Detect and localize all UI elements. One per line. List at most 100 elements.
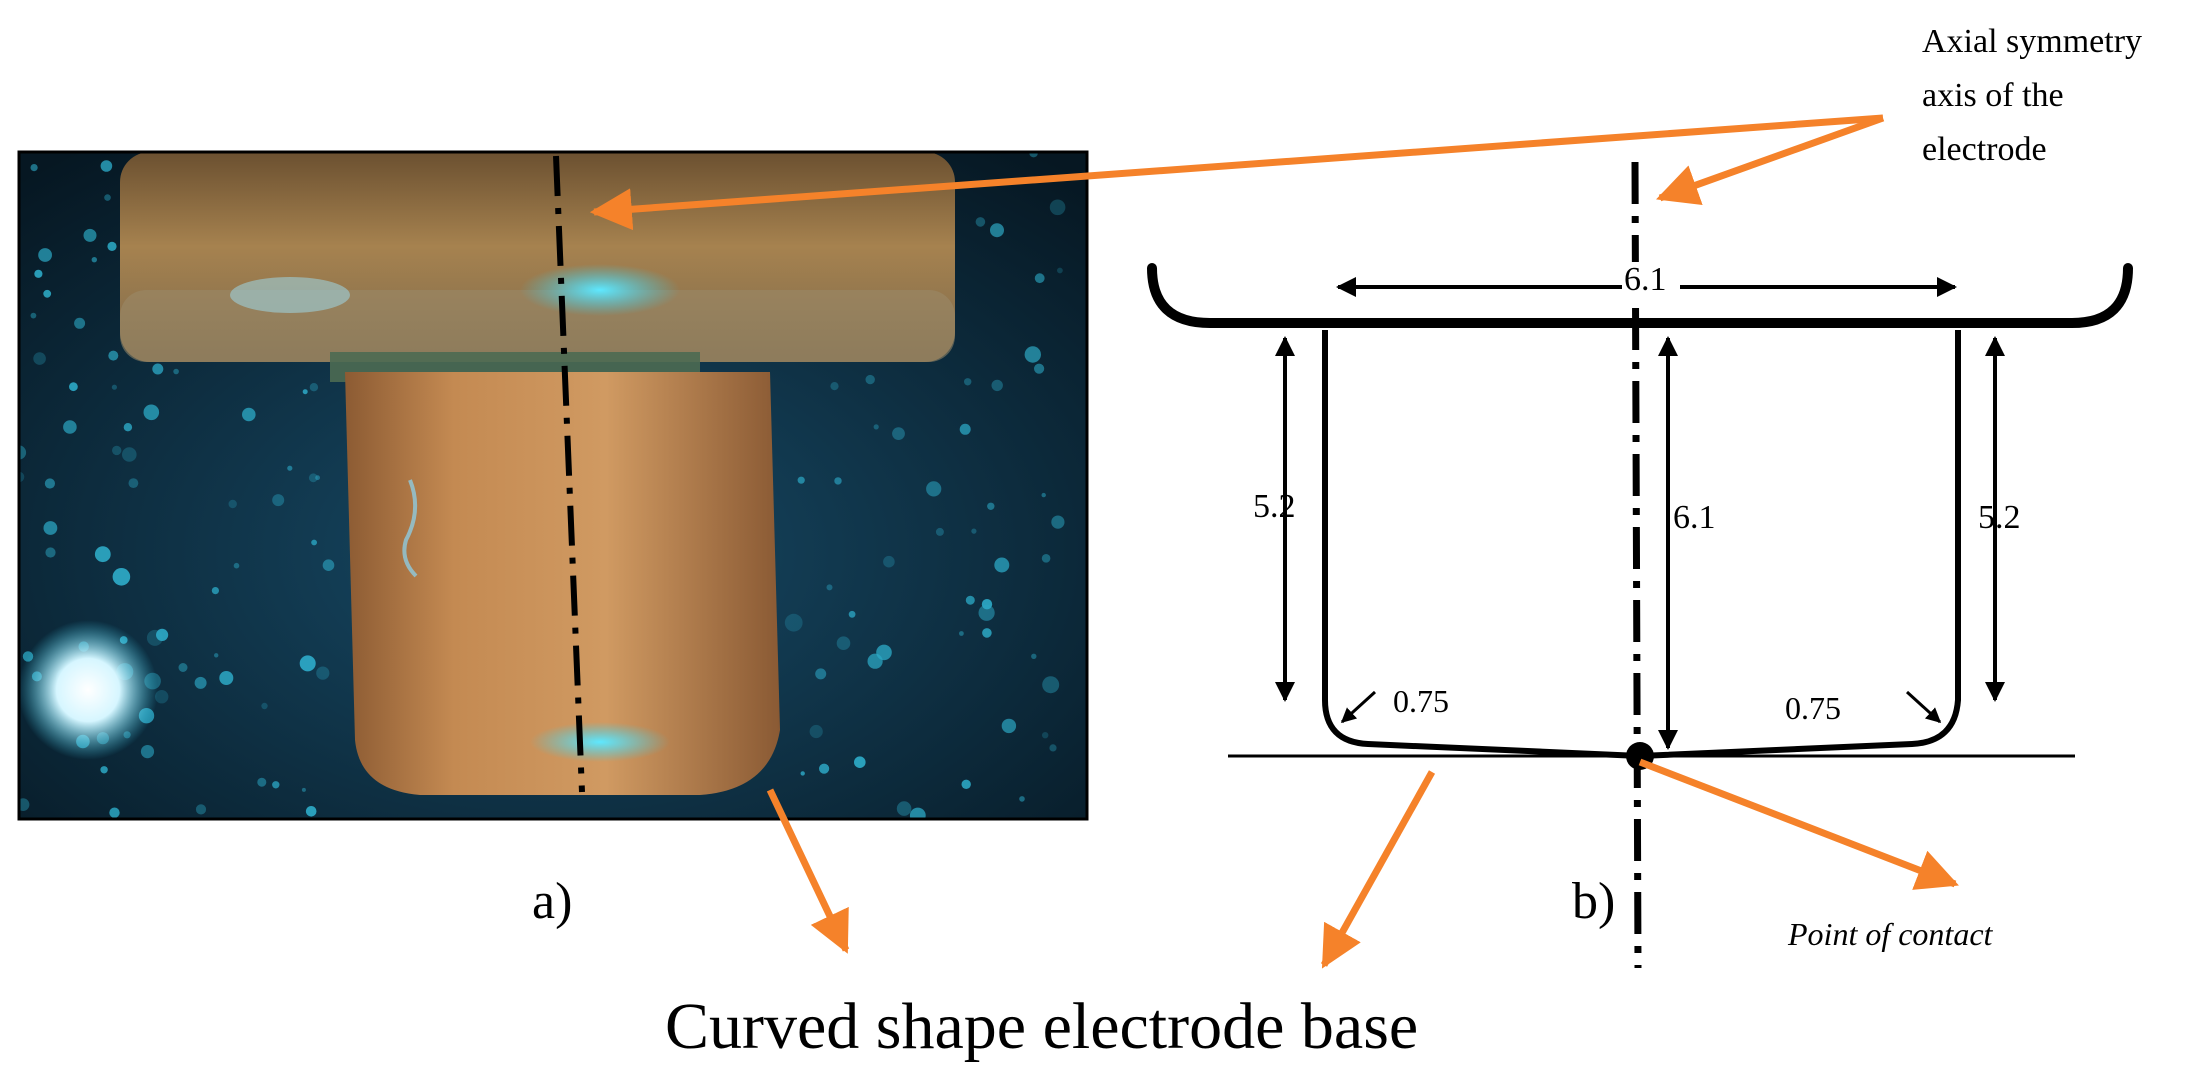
right-radius-arrow <box>1905 690 1942 724</box>
bubble-speckle <box>316 666 330 680</box>
bubble-speckle <box>211 587 219 595</box>
contact-arrow <box>1638 758 1959 890</box>
bubble-speckle <box>1049 199 1066 216</box>
bubble-speckle <box>1034 363 1045 374</box>
bubble-speckle <box>69 382 78 392</box>
bubble-speckle <box>1042 732 1049 739</box>
bubble-speckle <box>873 424 879 430</box>
bubble-speckle <box>195 804 207 815</box>
bubble-speckle <box>1041 554 1051 563</box>
right-height-label: 5.2 <box>1978 499 2021 536</box>
bubble-speckle <box>965 595 975 605</box>
bubble-speckle <box>982 628 992 638</box>
electrode-drawing: 6.1 6.1 5.2 5.2 0.75 0.75 Point of conta… <box>1147 161 2133 969</box>
bubble-speckle <box>978 604 995 621</box>
bubble-speckle <box>33 352 46 365</box>
panel-b-label: b) <box>1572 873 1615 930</box>
bubble-speckle <box>926 481 942 497</box>
panel-a-label: a) <box>532 873 572 930</box>
bubble-speckle <box>178 663 188 672</box>
bubble-speckle <box>784 613 803 632</box>
bubble-speckle <box>964 378 972 386</box>
bubble-speckle <box>272 781 280 789</box>
left-radius-label: 0.75 <box>1393 683 1449 719</box>
bubble-speckle <box>315 475 320 481</box>
bubble-speckle <box>1019 796 1025 802</box>
bubble-speckle <box>975 217 986 227</box>
bubble-speckle <box>815 668 827 680</box>
bubble-speckle <box>959 423 971 435</box>
bubble-speckle <box>272 494 285 507</box>
bubble-speckle <box>800 771 805 776</box>
bubble-speckle <box>302 389 308 395</box>
bubble-speckle <box>834 477 842 485</box>
bubble-speckle <box>34 269 43 278</box>
bubble-speckle <box>287 465 293 471</box>
bubble-speckle <box>128 478 139 488</box>
bubble-speckle <box>883 555 895 568</box>
axis-annotation-line3: electrode <box>1922 131 2047 168</box>
bubble-speckle <box>1034 273 1045 284</box>
bubble-speckle <box>107 241 117 251</box>
bubble-speckle <box>1031 653 1037 659</box>
bubble-speckle <box>1041 492 1046 498</box>
bubble-speckle <box>233 562 240 569</box>
bubble-speckle <box>43 521 58 535</box>
bubble-speckle <box>981 599 993 610</box>
bubble-speckle <box>140 745 155 759</box>
axis-arrow-to-photo <box>589 114 1884 231</box>
bubble-speckle <box>301 787 306 792</box>
bubble-speckle <box>994 557 1010 573</box>
bubble-speckle <box>305 806 317 817</box>
bubble-speckle <box>797 476 805 484</box>
bubble-speckle <box>30 164 38 172</box>
bubble-speckle <box>826 584 833 591</box>
bubble-speckle <box>100 160 113 172</box>
top-width-label: 6.1 <box>1624 261 1667 298</box>
bubble-speckle <box>257 777 267 787</box>
bubble-speckle <box>219 671 234 685</box>
bubble-speckle <box>308 473 318 483</box>
curved-base-caption: Curved shape electrode base <box>665 990 1418 1063</box>
bubble-speckle <box>94 546 111 563</box>
bubble-speckle <box>194 676 207 689</box>
bubble-speckle <box>112 568 131 586</box>
right-radius-label: 0.75 <box>1785 690 1841 726</box>
bubble-speckle <box>830 382 839 391</box>
annotation-arrows <box>589 114 1959 969</box>
bubble-speckle <box>43 289 52 298</box>
bubble-speckle <box>865 374 875 385</box>
bubble-speckle <box>1024 346 1042 363</box>
bubble-speckle <box>848 610 856 618</box>
axis-annotation-line1: Axial symmetry <box>1922 23 2142 60</box>
bubble-speckle <box>809 724 823 739</box>
bubble-speckle <box>91 257 98 263</box>
bubble-speckle <box>854 756 866 768</box>
bubble-speckle <box>228 499 237 509</box>
center-height-label: 6.1 <box>1673 499 1716 536</box>
axis-annotation-line2: axis of the <box>1922 77 2064 114</box>
bubble-speckle <box>152 363 164 375</box>
bubble-speckle <box>1049 744 1057 752</box>
bubble-speckle <box>971 528 977 534</box>
bubble-speckle <box>961 779 971 789</box>
base-arrow-from-photo <box>766 788 850 954</box>
bubble-speckle <box>112 445 122 456</box>
bubble-speckle <box>896 801 912 816</box>
bubble-speckle <box>819 763 830 774</box>
bubble-speckle <box>935 527 944 536</box>
bubble-speckle <box>74 317 86 329</box>
bubble-speckle <box>242 407 256 422</box>
bubble-speckle <box>261 702 268 710</box>
left-radius-arrow <box>1340 690 1377 724</box>
bubble-speckle <box>111 384 117 390</box>
bubble-speckle <box>867 653 883 669</box>
bubble-speckle <box>19 445 27 460</box>
base-arrow-from-drawing <box>1320 770 1436 969</box>
bubble-speckle <box>122 447 137 462</box>
bubble-speckle <box>309 383 319 392</box>
bubble-speckle <box>44 478 56 489</box>
bubble-speckle <box>836 636 851 650</box>
point-of-contact-label: Point of contact <box>1787 916 1994 952</box>
